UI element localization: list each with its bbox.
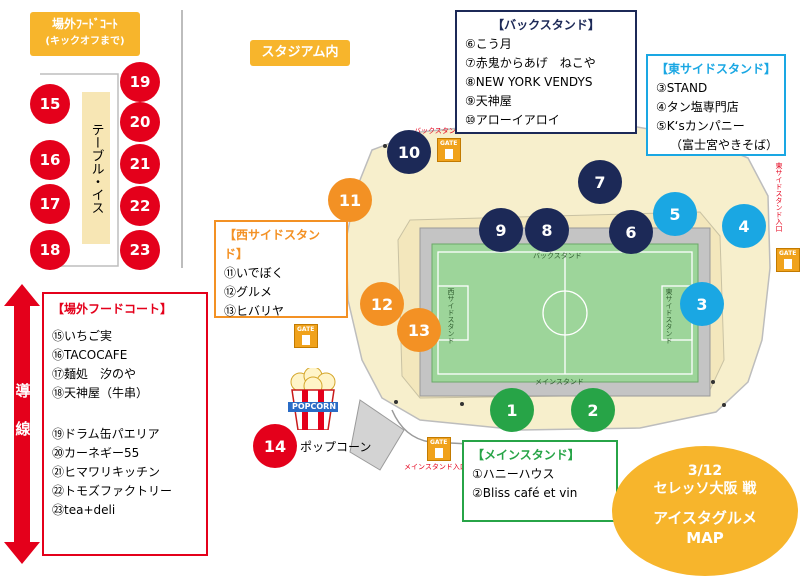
west-side-title: 【西サイドスタンド】 (224, 228, 321, 261)
popcorn-box-text: POPCORN (291, 402, 337, 411)
event-title2: MAP (686, 529, 724, 547)
booth-12[interactable]: 12 (360, 282, 404, 326)
main-gate-icon: GATE (427, 437, 451, 461)
list-item: ⑮いちご実 (52, 329, 113, 343)
main-stand-label: メインスタンド (535, 378, 584, 386)
booth-15[interactable]: 15 (30, 84, 70, 124)
booth-23[interactable]: 23 (120, 230, 160, 270)
booth-14[interactable]: 14 (253, 424, 297, 468)
booth-20[interactable]: 20 (120, 102, 160, 142)
booth-4[interactable]: 4 (722, 204, 766, 248)
list-item: ⑱天神屋（牛串） (52, 386, 149, 400)
flow-label-1: 導 (15, 382, 31, 400)
stadium-inside-tag: スタジアム内 (250, 40, 350, 66)
east-side-label: 東サイドスタンド (665, 288, 673, 344)
list-item: ④タン塩専門店 (656, 100, 739, 114)
booth-3[interactable]: 3 (680, 282, 724, 326)
west-side-box: 【西サイドスタンド】 ⑪いでぼく ⑫グルメ ⑬ヒバリヤ (214, 220, 348, 318)
outside-tag-line2: (キックオフまで) (45, 36, 125, 47)
popcorn-icon (288, 366, 338, 431)
booth-17[interactable]: 17 (30, 184, 70, 224)
table-chair-area: テーブル・イス (82, 92, 110, 244)
back-gate-icon: GATE (437, 138, 461, 162)
list-item: ⑪いでぼく (224, 266, 284, 280)
list-item: ⑯TACOCAFE (52, 348, 128, 362)
back-stand-title: 【バックスタンド】 (492, 18, 600, 32)
list-item: ⑦赤鬼からあげ ねこや (465, 56, 596, 70)
flow-label-2: 線 (15, 420, 31, 438)
outside-tag-line1: 場外ﾌｰﾄﾞｺｰﾄ (51, 17, 118, 31)
flow-arrow-icon (4, 284, 40, 564)
booth-21[interactable]: 21 (120, 144, 160, 184)
list-item: ⑥こう月 (465, 37, 512, 51)
booth-16[interactable]: 16 (30, 140, 70, 180)
outside-list-box: 【場外フードコート】 ⑮いちご実 ⑯TACOCAFE ⑰麺処 汐のや ⑱天神屋（… (42, 292, 208, 556)
east-side-title: 【東サイドスタンド】 (656, 62, 777, 76)
popcorn-label: ポップコーン (300, 440, 372, 454)
list-item: ⑫グルメ (224, 285, 273, 299)
list-item: ⑰麺処 汐のや (52, 367, 137, 381)
east-entrance-label: 東サイドスタンド入口 (775, 162, 783, 232)
booth-11[interactable]: 11 (328, 178, 372, 222)
main-stand-box: 【メインスタンド】 ①ハニーハウス ②Bliss café et vin (462, 440, 618, 522)
list-item: ⑲ドラム缶パエリア (52, 427, 160, 441)
east-side-box: 【東サイドスタンド】 ③STAND ④タン塩専門店 ⑤K‘sカンパニー （富士宮… (646, 54, 786, 156)
back-stand-box: 【バックスタンド】 ⑥こう月 ⑦赤鬼からあげ ねこや ⑧NEW YORK VEN… (455, 10, 637, 134)
event-match: セレッソ大阪 戦 (653, 481, 757, 497)
list-item: ②Bliss café et vin (472, 486, 578, 500)
booth-18[interactable]: 18 (30, 230, 70, 270)
list-item: ⑳カーネギー55 (52, 446, 140, 460)
list-item: ㉓tea+deli (52, 503, 116, 517)
list-item: ①ハニーハウス (472, 467, 555, 481)
list-item: ⑬ヒバリヤ (224, 304, 285, 318)
list-item: ㉒トモズファクトリー (52, 484, 173, 498)
booth-1[interactable]: 1 (490, 388, 534, 432)
booth-8[interactable]: 8 (525, 208, 569, 252)
booth-19[interactable]: 19 (120, 62, 160, 102)
list-item: ③STAND (656, 81, 708, 95)
west-gate-icon: GATE (294, 324, 318, 348)
list-item: ㉑ヒマワリキッチン (52, 465, 161, 479)
event-title1: アイスタグルメ (653, 509, 757, 527)
event-date: 3/12 (687, 463, 723, 479)
event-badge: 3/12 セレッソ大阪 戦 アイスタグルメ MAP (612, 446, 798, 576)
main-entrance-label: メインスタンド入口 (404, 463, 467, 471)
booth-5[interactable]: 5 (653, 192, 697, 236)
outside-list-title: 【場外フードコート】 (52, 302, 173, 316)
ramp (349, 399, 405, 471)
list-item: ⑧NEW YORK VENDYS (465, 75, 593, 89)
booth-9[interactable]: 9 (479, 208, 523, 252)
booth-7[interactable]: 7 (578, 160, 622, 204)
list-item: ⑤K‘sカンパニー (656, 119, 745, 133)
booth-10[interactable]: 10 (387, 130, 431, 174)
booth-6[interactable]: 6 (609, 210, 653, 254)
booth-2[interactable]: 2 (571, 388, 615, 432)
west-side-label: 西サイドスタンド (447, 288, 455, 344)
east-gate-icon: GATE (776, 248, 800, 272)
outside-food-court-tag: 場外ﾌｰﾄﾞｺｰﾄ (キックオフまで) (30, 12, 140, 56)
list-item: ⑨天神屋 (465, 94, 512, 108)
booth-22[interactable]: 22 (120, 186, 160, 226)
list-item: ⑩アローイアロイ (465, 113, 560, 127)
booth-13[interactable]: 13 (397, 308, 441, 352)
main-stand-title: 【メインスタンド】 (472, 448, 580, 462)
back-entrance-label: バックスタンド入口 (414, 127, 477, 135)
back-stand-label: バックスタンド (533, 252, 582, 260)
list-item: （富士宮やきそば） (670, 138, 779, 152)
